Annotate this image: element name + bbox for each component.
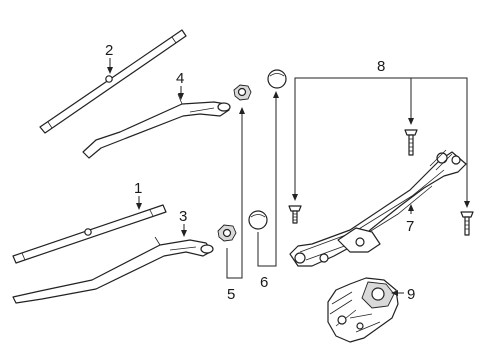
- wiper-linkage-transmission: [289, 149, 467, 267]
- mounting-bolt-middle: [404, 129, 418, 156]
- lower-wiper-blade: [12, 204, 167, 264]
- callout-4: 4: [176, 70, 184, 87]
- callout-2: 2: [105, 42, 113, 59]
- upper-wiper-arm: [82, 93, 231, 159]
- upper-wiper-blade: [39, 29, 187, 134]
- callout-9: 9: [407, 286, 415, 303]
- callout-6: 6: [260, 274, 268, 291]
- callout-1: 1: [134, 180, 142, 197]
- wiper-arm-nut-lower: [217, 224, 237, 242]
- pivot-cap-upper: [267, 69, 287, 89]
- pivot-cap-lower: [248, 210, 268, 230]
- callout-8: 8: [377, 58, 385, 75]
- callout-7: 7: [406, 218, 414, 235]
- leader-lines: [107, 58, 470, 296]
- callout-5: 5: [227, 286, 235, 303]
- callout-3: 3: [179, 208, 187, 225]
- mounting-bolt-left: [288, 205, 302, 224]
- wiper-arm-nut-upper: [233, 84, 252, 101]
- mounting-bolt-right: [460, 211, 474, 236]
- wiper-motor: [327, 277, 399, 343]
- lower-wiper-arm: [12, 236, 214, 304]
